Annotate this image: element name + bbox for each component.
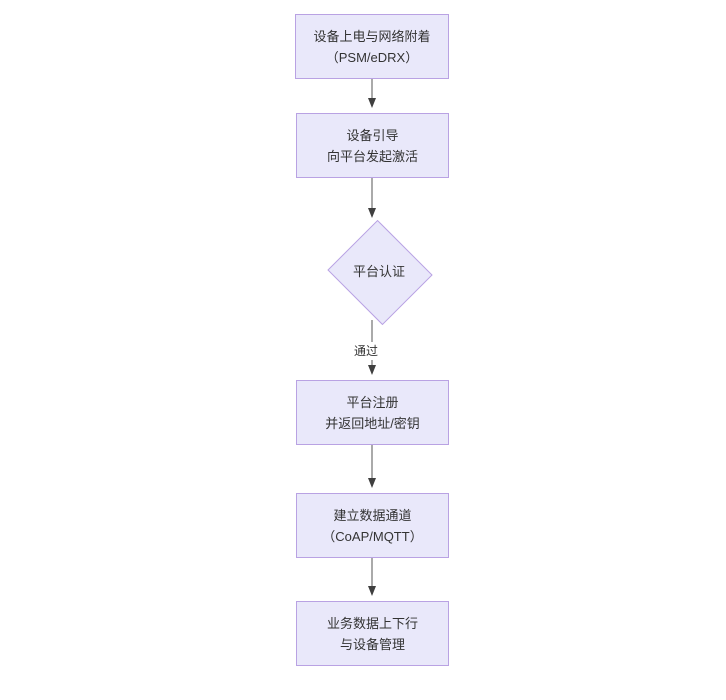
node-line: 业务数据上下行	[326, 615, 418, 631]
node-line: 设备上电与网络附着	[313, 28, 431, 44]
node-platform-auth-decision[interactable]: 平台认证	[325, 219, 433, 325]
node-device-bootstrap[interactable]: 设备引导 向平台发起激活	[296, 113, 449, 178]
node-platform-registration[interactable]: 平台注册 并返回地址/密钥	[296, 380, 449, 445]
node-line: 与设备管理	[339, 636, 405, 652]
node-line: 平台认证	[352, 263, 405, 279]
node-line: 平台注册	[346, 394, 399, 410]
node-line: 向平台发起激活	[326, 148, 418, 164]
node-line: （PSM/eDRX）	[325, 49, 419, 65]
node-establish-data-channel[interactable]: 建立数据通道 （CoAP/MQTT）	[296, 493, 449, 558]
node-business-data-and-device-management[interactable]: 业务数据上下行 与设备管理	[296, 601, 449, 666]
node-line: 建立数据通道	[333, 507, 412, 523]
node-line: 并返回地址/密钥	[325, 415, 420, 431]
edge-label-pass: 通过	[352, 342, 381, 360]
node-line: （CoAP/MQTT）	[322, 528, 423, 544]
node-device-power-on[interactable]: 设备上电与网络附着 （PSM/eDRX）	[295, 14, 449, 79]
node-line: 设备引导	[346, 127, 399, 143]
